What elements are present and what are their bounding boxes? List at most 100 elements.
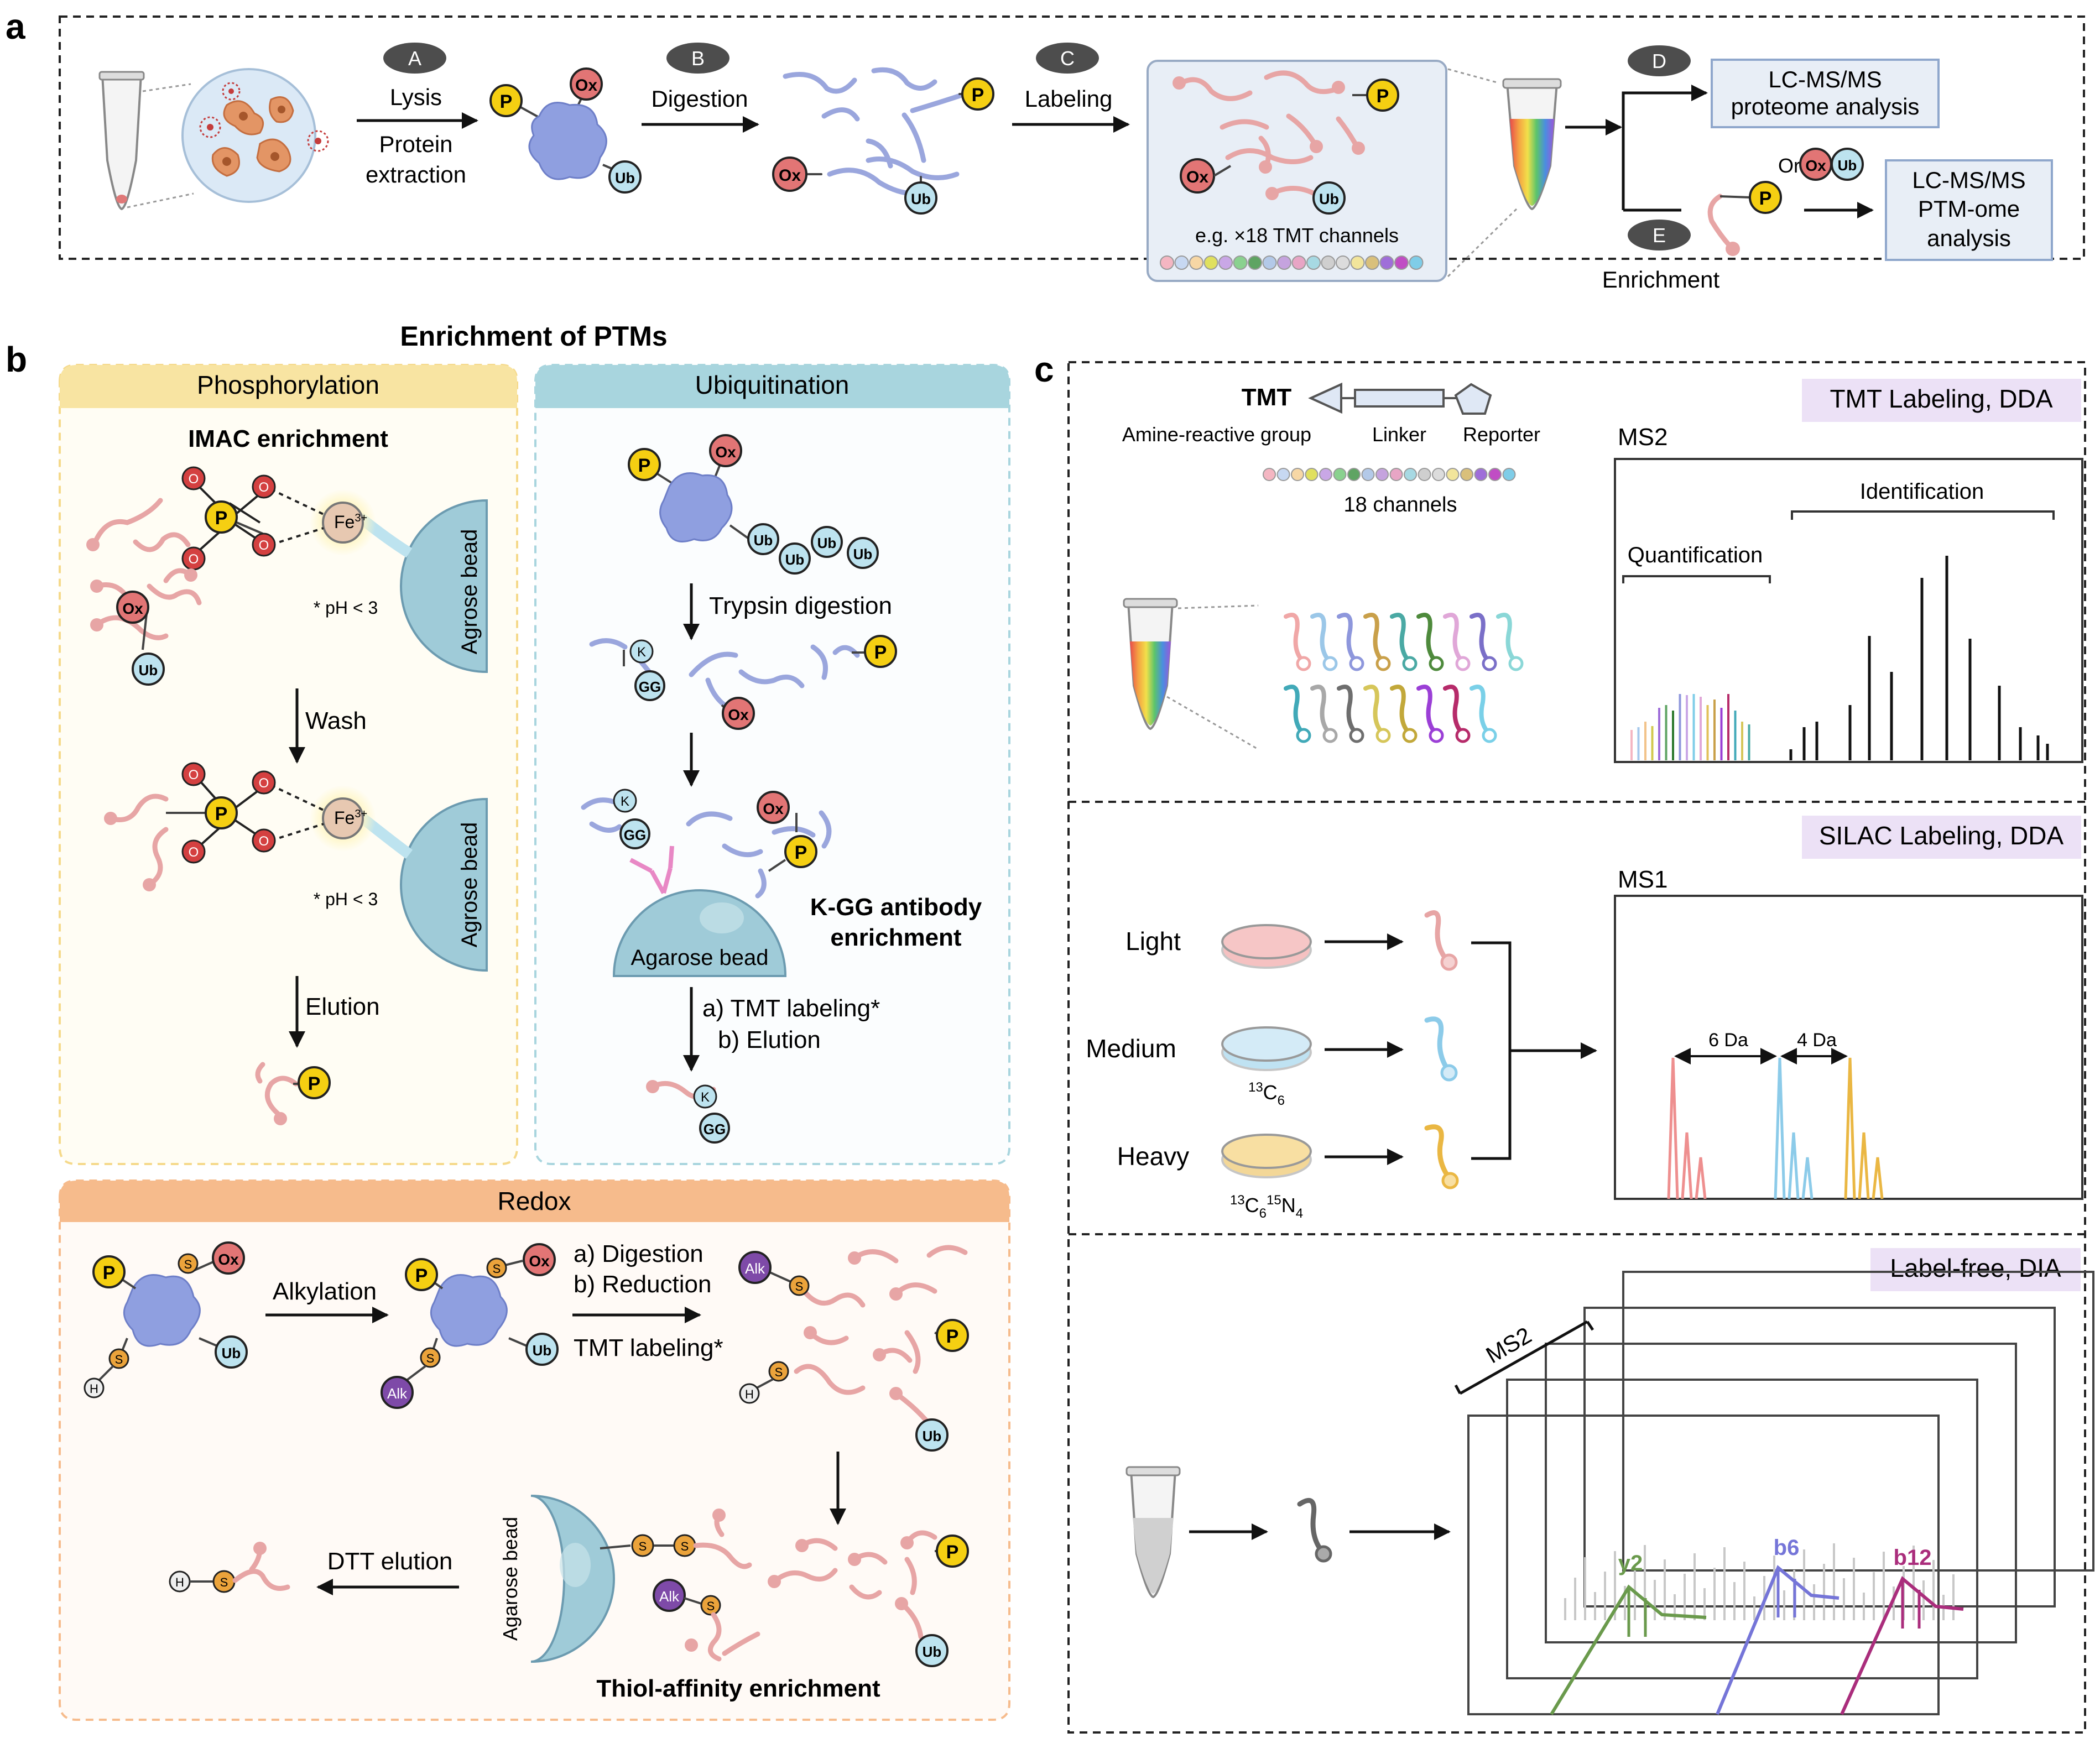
tmt-channel-dot [1291, 468, 1304, 481]
svg-text:* pH < 3: * pH < 3 [314, 889, 378, 909]
sample-tube [98, 71, 145, 211]
ms2-tmt-spectrum: Quantification Identification [1614, 458, 2083, 763]
tmt-reporter-bead [1482, 728, 1497, 743]
thiol-label: Thiol-affinity enrichment [596, 1675, 880, 1702]
panel-a: a A [6, 7, 2085, 293]
redox-digested: Alk S S H P Ub [738, 1245, 969, 1452]
ubiq-protein: P Ox Ub Ub Ub Ub [628, 434, 879, 575]
tmt-reporter-bead [1296, 728, 1311, 743]
lcms-proteome-box: LC-MS/MS proteome analysis [1711, 59, 1940, 128]
silac-isotope-peak [1667, 1057, 1679, 1199]
ubiq-box: Ubiquitination P Ox Ub Ub Ub Ub T [534, 364, 1010, 1165]
panel-b: b Enrichment of PTMs Phosphorylation IMA… [6, 321, 1010, 1721]
branch-arrows: D E Enrichment [1602, 45, 1720, 293]
tmt-labeled-peptide [1496, 613, 1517, 663]
heavy-label: Heavy [1117, 1142, 1189, 1171]
svg-text:Ox: Ox [1186, 168, 1208, 186]
panel-a-frame [59, 15, 2085, 260]
svg-text:O: O [259, 834, 269, 849]
tmt-labeled-peptide [1470, 685, 1491, 735]
svg-text:S: S [426, 1351, 435, 1365]
tmt-labeled-peptide [1310, 613, 1331, 663]
silac-isotope-peak [1844, 1057, 1856, 1199]
svg-text:S: S [707, 1599, 715, 1613]
svg-text:LC-MS/MS: LC-MS/MS [1768, 66, 1882, 92]
svg-text:Ox: Ox [779, 166, 801, 185]
tmt-reporter-bead [1322, 728, 1338, 743]
tmt-channel-dot [1394, 255, 1409, 270]
svg-text:Ox: Ox [122, 600, 143, 617]
svg-text:GG: GG [704, 1121, 726, 1137]
enriched-peptide: P Or Ox Ub [1707, 148, 1874, 256]
tmt-labeled-peptide [1363, 613, 1384, 663]
step-a: A Lysis Protein extraction [357, 43, 478, 187]
tmt-channel-dot [1460, 468, 1473, 481]
tmt-channel-dots-c [1263, 468, 1516, 481]
svg-text:P: P [215, 508, 228, 529]
tmt-channel-dot [1233, 255, 1248, 270]
tmt-channel-dot [1347, 468, 1361, 481]
step-b-label: Digestion [651, 86, 748, 112]
tmt-reporter-bead [1455, 728, 1471, 743]
tmt-channel-dot [1319, 468, 1332, 481]
svg-text:GG: GG [624, 827, 646, 843]
svg-text:GG: GG [639, 679, 661, 695]
ubiq-step-a: a) TMT labeling* [702, 995, 880, 1022]
ubiq-step-b: b) Elution [718, 1026, 821, 1053]
silac-section: SILAC Labeling, DDA Light Medium Heavy 1… [1086, 816, 2083, 1221]
tmt-channel-dot [1277, 255, 1291, 270]
panel-letter-a: a [6, 7, 25, 46]
svg-text:Fe3+: Fe3+ [334, 512, 367, 532]
svg-text:Ub: Ub [139, 662, 158, 679]
dish-heavy [1221, 1134, 1312, 1178]
silac-isotope-peak [1858, 1132, 1870, 1199]
imac-complex-2: Agrose bead Fe3+ P [104, 762, 488, 972]
svg-text:P: P [638, 455, 651, 476]
svg-text:O: O [189, 845, 199, 860]
tmt-channel-dot [1276, 468, 1290, 481]
tmt-tag: TMT Labeling, DDA [1830, 384, 2052, 413]
ubiq-digested: K GG Ox P [589, 635, 897, 730]
svg-text:K: K [701, 1090, 710, 1105]
tmt-labeled-peptide [1337, 685, 1358, 735]
ubiq-eluted-peptide: K GG [646, 1080, 730, 1144]
svg-text:Ox: Ox [728, 706, 749, 723]
tmt-channel-dot [1389, 468, 1403, 481]
dia-section: Label-free, DIA MS2 y2 b6 b12 [1125, 1248, 2094, 1715]
medium-label: Medium [1086, 1034, 1176, 1063]
svg-text:Alk: Alk [745, 1260, 765, 1277]
tmt-labeled-peptide [1363, 685, 1384, 735]
svg-text:Ox: Ox [529, 1252, 550, 1270]
dia-isolation-window [1622, 1271, 2094, 1572]
svg-text:B: B [691, 47, 705, 70]
tmt-labeled-peptide [1337, 613, 1358, 663]
tmt-reporter-bead [1402, 728, 1418, 743]
svg-text:Ub: Ub [1319, 191, 1339, 207]
tmt-reporter-bead [1429, 656, 1444, 671]
tmt-channel-dot [1418, 468, 1431, 481]
silac-isotope-peak [1681, 1132, 1693, 1199]
tmt-labeled-peptide [1284, 613, 1305, 663]
tmt-part-linker: Linker [1372, 423, 1426, 446]
tmt-labeled-peptide [1443, 613, 1464, 663]
tmt-channels-note: e.g. ×18 TMT channels [1195, 224, 1399, 247]
svg-text:Ox: Ox [218, 1251, 239, 1268]
svg-text:Ub: Ub [222, 1345, 241, 1361]
redox-step-b: b) Reduction [574, 1271, 711, 1298]
panel-c: c TMT Labeling, DDA TMT Amine-reactive g… [1034, 349, 2094, 1734]
svg-text:P: P [308, 1073, 321, 1094]
tmt-channel-dot [1291, 255, 1306, 270]
tmt-reporter-bead [1375, 656, 1391, 671]
tmt-labeled-peptide [1390, 685, 1411, 735]
kgg-label-1: K-GG antibody [810, 894, 982, 921]
redox-header: Redox [498, 1187, 571, 1215]
svg-text:S: S [681, 1539, 689, 1553]
svg-text:Ub: Ub [785, 551, 805, 568]
silac-isotope-peak [1801, 1157, 1814, 1199]
svg-text:O: O [259, 538, 269, 553]
enrichment-label: Enrichment [1602, 267, 1720, 293]
svg-text:Ub: Ub [615, 170, 635, 186]
svg-text:proteome analysis: proteome analysis [1731, 93, 1920, 119]
panel-letter-c: c [1034, 349, 1054, 389]
ms1-label: MS1 [1618, 866, 1668, 893]
